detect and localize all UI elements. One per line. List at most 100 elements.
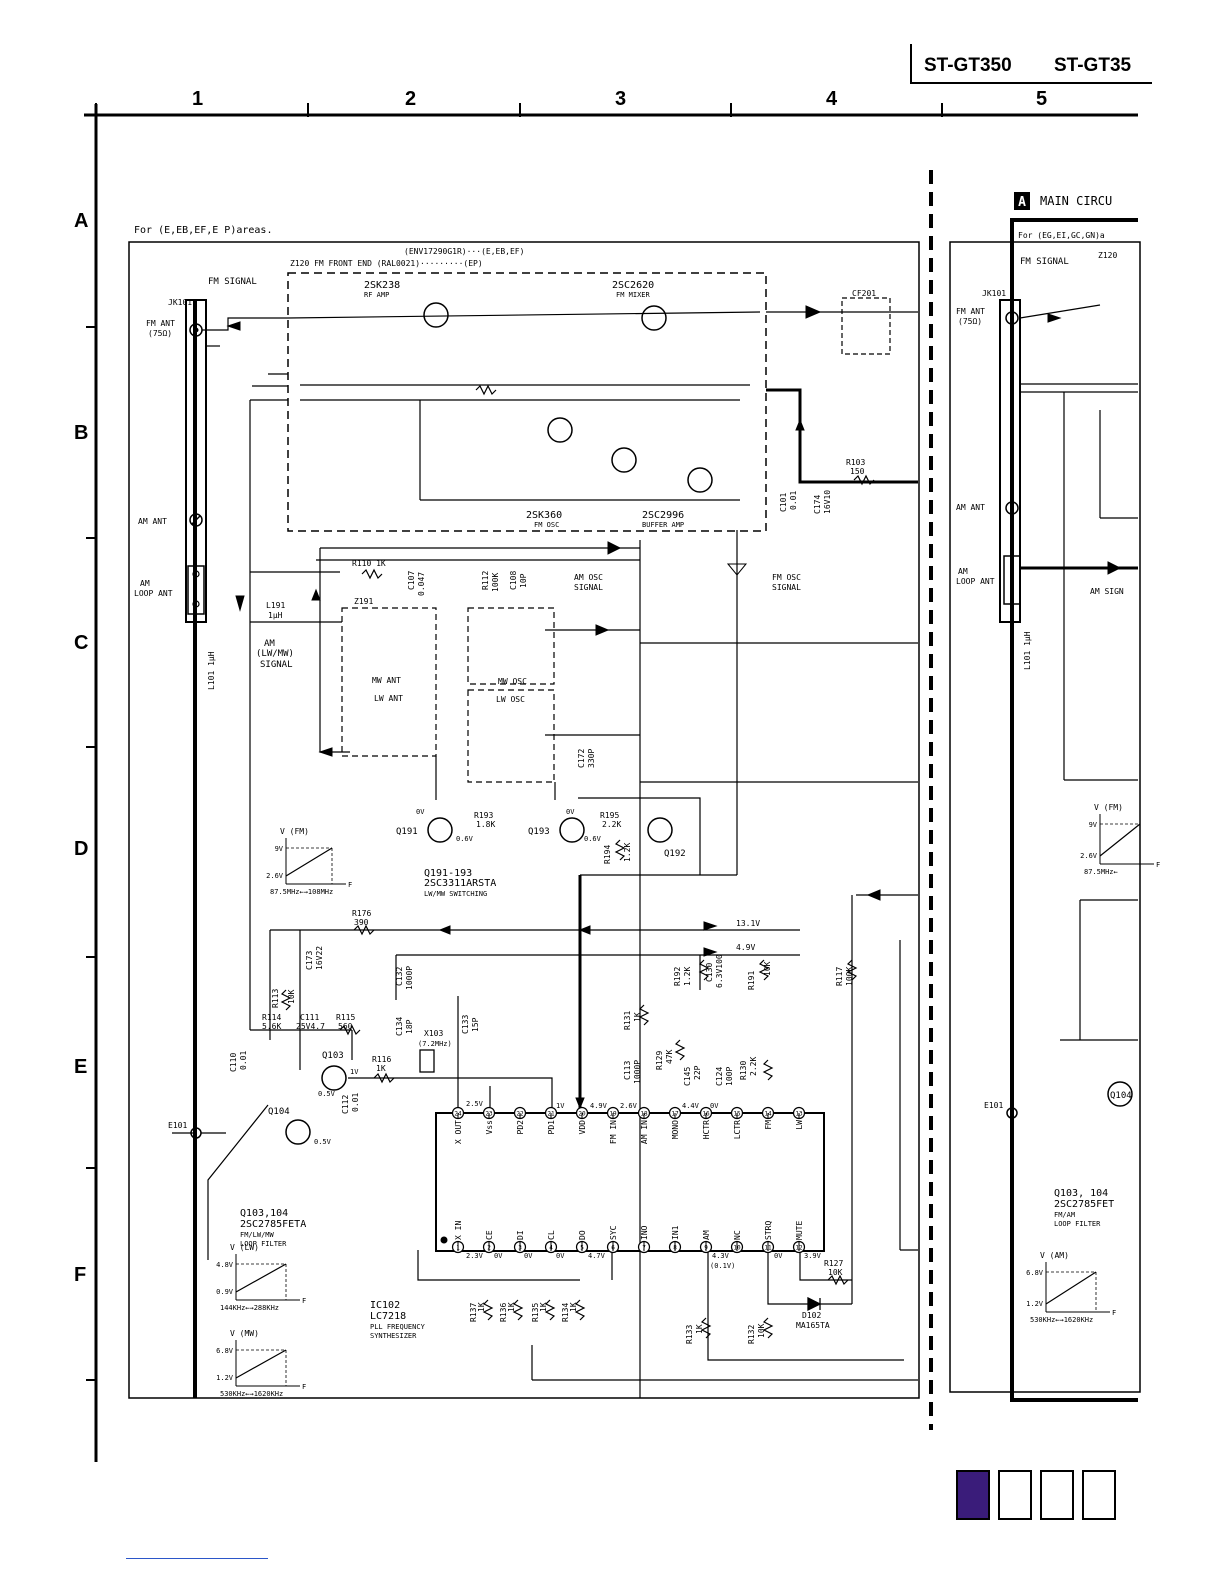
q103-104-label-1: Q103,104 (240, 1208, 288, 1219)
c101-value: 0.01 (789, 491, 798, 510)
graph-curve (1045, 1271, 1097, 1305)
d102-value: MA165TA (796, 1321, 830, 1330)
graph-v-low: 1.2V (1026, 1300, 1044, 1308)
r132-label: R132 (747, 1325, 756, 1344)
graph-v-high: 6.8V (1026, 1269, 1044, 1277)
right-e101: E101 (984, 1101, 1003, 1110)
rf-amp-label: RF AMP (364, 291, 389, 299)
x103-value: (7.2MHz) (418, 1040, 452, 1048)
e101-label: E101 (168, 1121, 187, 1130)
right-q103-104-1: Q103, 104 (1054, 1188, 1108, 1199)
voltage-13v: 13.1V (736, 919, 760, 928)
volt-pin9-b: (0.1V) (710, 1262, 735, 1270)
r193-label: R193 (474, 811, 493, 820)
c110-label: C110 (229, 1053, 238, 1072)
jk101-label: JK101 (168, 298, 192, 307)
q191-label: Q191 (396, 827, 418, 837)
graph-v-high: 9V (275, 845, 284, 853)
volt-pin3: 0V (524, 1252, 533, 1260)
ic-top-pin-name: LCTR (733, 1120, 742, 1139)
volt-q104: 0.5V (314, 1138, 332, 1146)
graph-f-range: 87.5MHz←→108MHz (270, 888, 333, 896)
r113-label: R113 (271, 989, 280, 1008)
r115-label: R115 (336, 1013, 355, 1022)
ic-top-pin-name: FM IN (609, 1120, 618, 1144)
ic-bottom-pin-name: X IN (454, 1221, 463, 1240)
right-jk101: JK101 (982, 289, 1006, 298)
ic-bottom-pin-name: DI (516, 1230, 525, 1240)
q191-193-label-2: 2SC3311ARSTA (424, 878, 496, 889)
volt-pin2: 0V (494, 1252, 503, 1260)
right-q103-104-2: 2SC2785FET (1054, 1199, 1114, 1210)
volt-pin11: 0V (774, 1252, 783, 1260)
ic-top-pin-name: Vss (485, 1120, 494, 1135)
grid-column-3: 3 (615, 88, 627, 110)
r136-value: 1K (507, 1302, 516, 1312)
voltage-labels: 0V 0.6V 0V 0.6V 0.5V 1V 0.5V 2.5V 1V 4.9… (314, 808, 822, 1270)
right-area-note: For (EG,EI,GC,GN)a (1018, 231, 1105, 240)
graph-f-range: 530KHz←→1620KHz (220, 1390, 283, 1398)
schematic-labels: For (E,EB,EF,E P)areas. FM SIGNAL JK101 … (134, 225, 1132, 1340)
footer-link-line[interactable] (126, 1558, 268, 1559)
fm-ant-ohm-label: (75Ω) (148, 329, 172, 338)
c111-label: C111 (300, 1013, 319, 1022)
model-title-1: ST-GT350 (924, 55, 1012, 76)
c111-value: 25V4.7 (296, 1022, 325, 1031)
graph-f-range: 87.5MHz← (1084, 868, 1118, 876)
r191-value: 10K (763, 961, 772, 976)
volt-pin24: 2.5V (466, 1100, 484, 1108)
signal-arrows (226, 305, 1122, 1110)
fm-signal-label: FM SIGNAL (208, 277, 257, 287)
r115-value: 560 (338, 1022, 353, 1031)
r112-label: R112 (481, 571, 490, 590)
right-am-loop-2: LOOP ANT (956, 577, 995, 586)
l101-label: L101 1μH (207, 651, 216, 690)
c124-label: C124 (715, 1067, 724, 1086)
c173-value: 16V22 (315, 946, 324, 970)
right-am-ant: AM ANT (956, 503, 985, 512)
graph-v-label: V (LW) (230, 1243, 259, 1252)
graph-f-range: 144KHz←→288KHz (220, 1304, 279, 1312)
right-am-signal: AM SIGN (1090, 587, 1124, 596)
model-title-2: ST-GT35 (1054, 55, 1132, 76)
graph-v-high: 6.8V (216, 1347, 234, 1355)
volt-q191: 0V (416, 808, 425, 816)
r130-value: 2.2K (749, 1057, 758, 1076)
r116-value: 1K (376, 1064, 386, 1073)
q103-104-label-3: FM/LW/MW (240, 1231, 275, 1239)
volt-pin20: 4.9V (590, 1102, 608, 1110)
resistors (280, 384, 875, 1339)
graph-v-label: V (FM) (280, 827, 309, 836)
right-q103-104-3: FM/AM (1054, 1211, 1075, 1219)
graph-v-high: 4.8V (216, 1261, 234, 1269)
ic-top-pin-name: AM IN (640, 1120, 649, 1144)
r114-label: R114 (262, 1013, 281, 1022)
l191-value: 1μH (268, 611, 283, 620)
right-z120: Z120 (1098, 251, 1117, 260)
ic-top-pin-name: LW (795, 1120, 804, 1130)
r117-label: R117 (835, 967, 844, 986)
rf-amp-part: 2SK238 (364, 280, 400, 291)
ic-pin1-marker (440, 1236, 448, 1244)
r195-value: 2.2K (602, 820, 621, 829)
fm-mixer-part: 2SC2620 (612, 280, 654, 291)
am-signal-label-1: AM (264, 639, 275, 649)
r131-label: R131 (623, 1011, 632, 1030)
r193-value: 1.8K (476, 820, 495, 829)
graph-v-low: 1.2V (216, 1374, 234, 1382)
q104-label: Q104 (268, 1107, 290, 1117)
q193-label: Q193 (528, 827, 550, 837)
right-q103-104-4: LOOP FILTER (1054, 1220, 1101, 1228)
c133-value: 15P (471, 1017, 480, 1032)
q192-label: Q192 (664, 849, 686, 859)
r103-value: 150 (850, 467, 865, 476)
lw-ant-label: LW ANT (374, 694, 403, 703)
volt-q103: 0.5V (318, 1090, 336, 1098)
front-end-label-1: (ENV17290G1R)···(E,EB,EF) (404, 247, 524, 256)
main-circuit-title: MAIN CIRCU (1040, 194, 1112, 208)
r132-value: 10K (757, 1323, 766, 1338)
c130-label: C130 (705, 963, 714, 982)
c107-value: 0.047 (417, 572, 426, 596)
ic102-label-2: LC7218 (370, 1311, 406, 1322)
grid-row-b: B (74, 422, 89, 444)
